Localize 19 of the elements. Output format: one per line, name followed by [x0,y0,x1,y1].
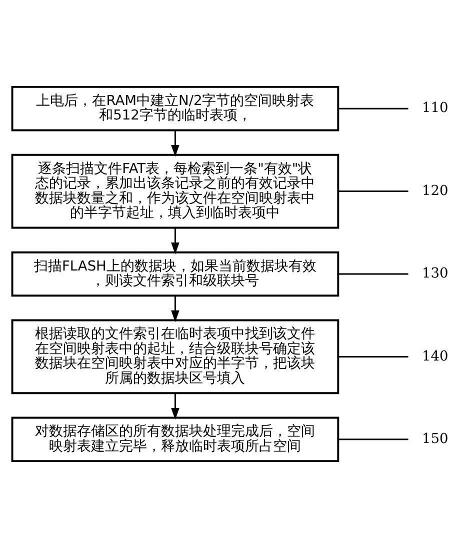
arrow [171,295,180,322]
node-text: 110 [422,100,448,116]
node-text: 120 [422,182,448,198]
node-box: 根据读取的文件索引在临时表项中找到该文件在空间映射表中的起址，结合级联块号确定该数据块在空间映射表中对应的半字节，把该块所属的数据块区号填入 [11,318,340,394]
arrow [171,130,180,156]
connector [338,107,408,109]
node-box: 扫描FLASH上的数据块，如果当前数据块有效，则读文件索引和级联块号 [11,250,340,296]
node-box: 上电后，在RAM中建立N/2字节的空间映射表和512字节的临时表项， [11,85,340,131]
node-box: 逐条扫描文件FAT表，每检索到一条"有效"状态的记录，累加出该条记录之前的有效记录中数据块数量之和，作为该文件在空间映射表中的半字节起址，填入到临时表项中 [11,153,340,228]
connector [338,272,408,274]
node-text: 130 [422,265,448,282]
connector [338,355,408,357]
node-box: 对数据存储区的所有数据块处理完成后，空间映射表建立完毕，释放临时表项所占空间 [11,416,340,462]
arrow [171,227,180,254]
connector [338,190,408,192]
connector [338,438,408,440]
node-text: 140 [422,348,448,364]
node-text: 150 [422,430,448,447]
arrow [171,392,180,420]
